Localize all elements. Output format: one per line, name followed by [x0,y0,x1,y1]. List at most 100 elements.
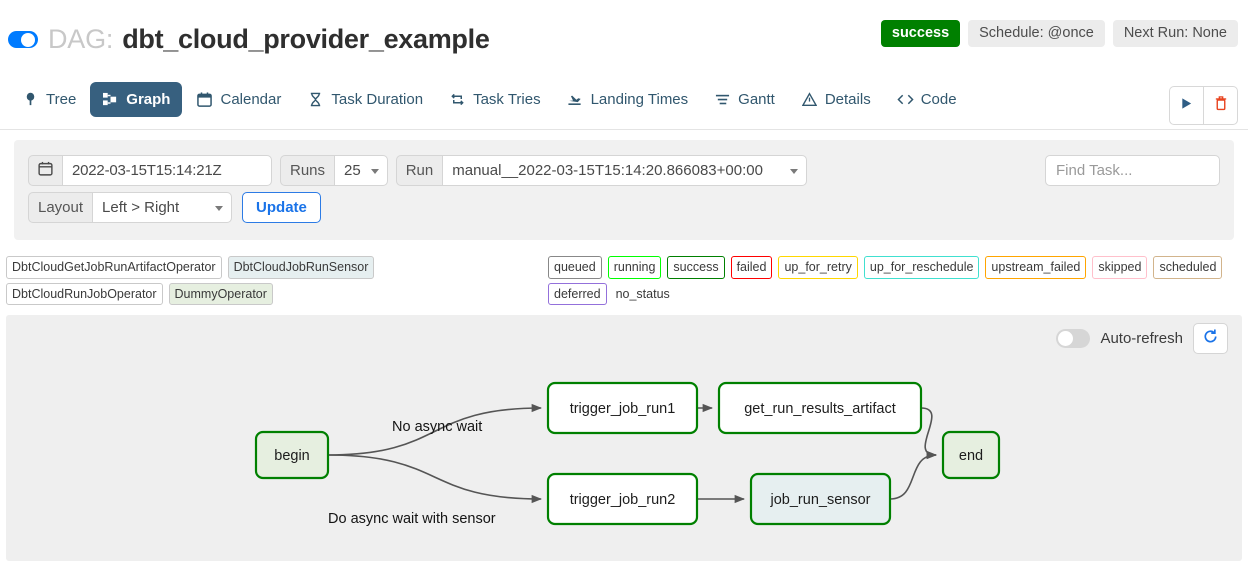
calendar-icon [196,91,213,108]
graph-node[interactable]: job_run_sensor [749,472,892,526]
code-icon [897,91,914,108]
triangle-alert-icon [801,91,818,108]
status-badge: success [880,20,961,47]
runs-label: Runs [280,155,335,186]
view-tabs: Tree Graph Calendar Task Duration [0,82,1248,130]
graph-node-box[interactable] [941,430,1001,480]
auto-refresh-controls: Auto-refresh [1056,323,1228,354]
tab-calendar[interactable]: Calendar [184,82,293,117]
layout-group: Layout Left > Right [28,192,233,223]
graph-nodes: begin trigger_job_run1 get_run_results_art… [254,381,1001,526]
dag-action-buttons [1169,86,1238,125]
graph-icon [102,91,119,108]
page-header: DAG: dbt_cloud_provider_example success … [0,0,1248,72]
graph-node-label: end [959,448,983,464]
dag-label: DAG: [48,24,114,54]
hourglass-icon [307,91,324,108]
runs-group: Runs 25 [280,155,388,186]
state-legend-chip: success [667,256,725,279]
tab-details[interactable]: Details [789,82,883,117]
find-task-input[interactable]: Find Task... [1045,155,1220,186]
layout-select-value: Left > Right [102,199,180,216]
execution-date-input[interactable]: 2022-03-15T15:14:21Z [62,155,272,186]
state-legend-chip: skipped [1092,256,1148,279]
graph-node[interactable]: trigger_job_run1 [546,381,699,435]
tab-label: Details [824,91,871,108]
calendar-icon [38,161,53,180]
operator-legend-chip: DummyOperator [168,282,273,305]
operator-legend-chip: DbtCloudGetJobRunArtifactOperator [6,256,222,279]
update-button[interactable]: Update [242,192,321,223]
graph-edges [327,403,938,504]
auto-refresh-toggle[interactable] [1056,329,1091,348]
next-run-badge: Next Run: None [1112,20,1238,47]
graph-node[interactable]: trigger_job_run2 [546,472,699,526]
play-icon [1180,97,1193,115]
schedule-badge: Schedule: @once [968,20,1105,47]
state-legend-chip: up_for_retry [778,256,858,279]
landing-icon [567,91,584,108]
graph-node-box[interactable] [546,472,699,526]
calendar-picker-button[interactable] [28,155,62,186]
runs-select-value: 25 [344,162,361,179]
header-divider [0,129,1248,130]
layout-label: Layout [28,192,93,223]
graph-node-box[interactable] [749,472,892,526]
auto-refresh-label: Auto-refresh [1100,330,1183,347]
tab-tree[interactable]: Tree [10,82,88,117]
execution-date-group: 2022-03-15T15:14:21Z [28,155,272,186]
run-group: Run manual__2022-03-15T15:14:20.866083+0… [395,155,808,186]
delete-dag-button[interactable] [1203,86,1238,125]
retry-icon [449,91,466,108]
run-select[interactable]: manual__2022-03-15T15:14:20.866083+00:00 [442,155,808,186]
trash-icon [1214,95,1228,116]
tab-label: Gantt [738,91,775,108]
tab-graph[interactable]: Graph [90,82,183,117]
graph-node-label: trigger_job_run2 [570,492,676,508]
graph-edge [327,403,543,456]
tab-landing-times[interactable]: Landing Times [555,82,701,117]
graph-edge-label: Do async wait with sensor [328,511,496,527]
state-legend-chip: no_status [615,286,670,301]
layout-select[interactable]: Left > Right [92,192,233,223]
operator-legend-chip: DbtCloudRunJobOperator [6,282,163,305]
graph-node[interactable]: begin [254,430,330,480]
graph-node-box[interactable] [717,381,923,435]
trigger-dag-button[interactable] [1169,86,1203,125]
refresh-button[interactable] [1193,323,1228,354]
dag-title-row: DAG: dbt_cloud_provider_example [8,24,490,55]
state-legend-chip: scheduled [1153,256,1223,279]
tree-icon [22,91,39,108]
graph-node-box[interactable] [546,381,699,435]
gantt-icon [714,91,731,108]
graph-edge [920,407,938,460]
state-legend-chip: queued [548,256,602,279]
tab-gantt[interactable]: Gantt [702,82,787,117]
state-legend-chip: failed [730,256,773,279]
refresh-icon [1202,328,1219,350]
filter-bar: 2022-03-15T15:14:21Z Runs 25 Run manual_… [14,140,1234,240]
dag-pause-toggle[interactable] [8,31,38,48]
graph-node[interactable]: get_run_results_artifact [717,381,923,435]
graph-node-label: job_run_sensor [770,492,871,508]
graph-node-label: get_run_results_artifact [744,401,896,417]
tab-label: Tree [46,91,77,108]
graph-node[interactable]: end [941,430,1001,480]
tab-label: Task Duration [331,91,424,108]
graph-node-box[interactable] [254,430,330,480]
chevron-down-icon [790,168,799,174]
tab-task-duration[interactable]: Task Duration [295,82,435,117]
operator-legend-chip: DbtCloudJobRunSensor [227,256,375,279]
tab-code[interactable]: Code [885,82,969,117]
tab-label: Calendar [220,91,282,108]
runs-select[interactable]: 25 [334,155,388,186]
graph-edge [889,450,938,500]
page-title: dbt_cloud_provider_example [122,24,490,54]
tab-label: Landing Times [590,91,689,108]
tab-task-tries[interactable]: Task Tries [437,82,553,117]
run-label: Run [395,155,443,186]
